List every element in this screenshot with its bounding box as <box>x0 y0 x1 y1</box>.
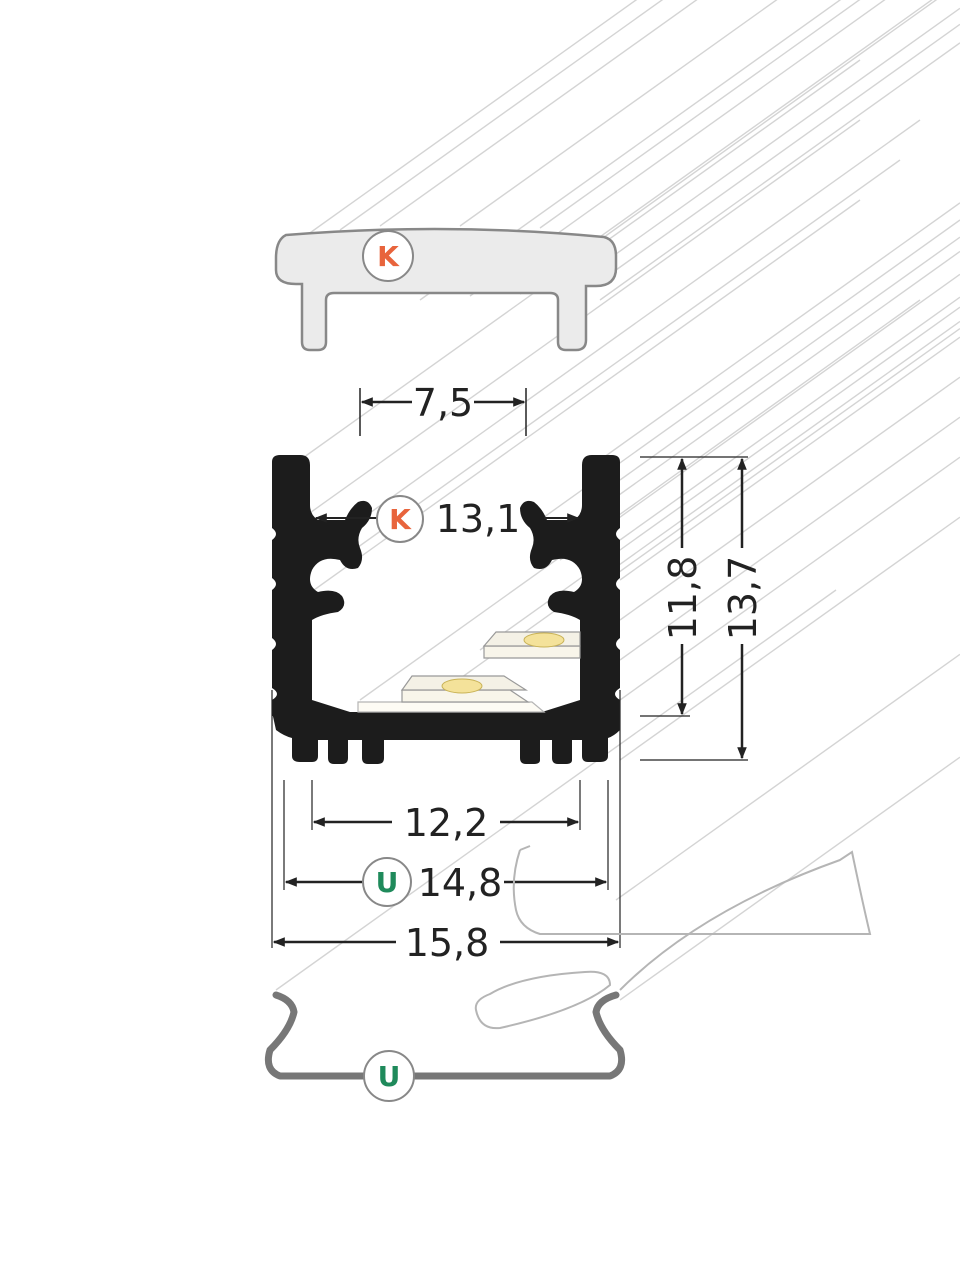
cover-slot-label: 7,5 <box>413 381 473 425</box>
inner-badge-letter: K <box>389 503 412 536</box>
perspective-line <box>615 23 960 271</box>
cover-profile <box>274 227 618 352</box>
inner-width-label: 13,1 <box>436 497 521 541</box>
perspective-line <box>559 273 960 561</box>
perspective-line <box>599 0 938 241</box>
mount-badge-letter: U <box>376 866 399 899</box>
perspective-line <box>299 0 638 241</box>
base-width-label: 12,2 <box>404 801 489 845</box>
perspective-line <box>599 42 960 301</box>
perspective-line <box>619 516 960 761</box>
perspective-line <box>339 0 664 231</box>
perspective-line <box>579 328 960 601</box>
perspective-line <box>599 202 960 461</box>
perspective-line <box>359 299 921 701</box>
outer-width-label: 15,8 <box>405 921 490 965</box>
perspective-line <box>559 7 960 295</box>
bottom-badge: U <box>363 1050 415 1102</box>
inner-width-dimension: K 13,1 <box>314 495 580 543</box>
width-dimensions: 12,2 U 14,8 15,8 <box>271 690 621 965</box>
led-strip-upper <box>482 631 581 659</box>
perspective-line <box>619 376 960 621</box>
perspective-line <box>539 0 861 229</box>
perspective-line <box>619 336 960 581</box>
perspective-line <box>459 0 778 227</box>
perspective-line <box>619 456 960 701</box>
perspective-line <box>619 296 960 541</box>
cover-badge: K <box>362 230 414 282</box>
bottom-badge-letter: U <box>378 1060 401 1093</box>
cover-badge-letter: K <box>377 240 400 273</box>
cover-slot-dimension: 7,5 <box>359 381 527 436</box>
outer-height-label: 13,7 <box>721 556 765 641</box>
perspective-line <box>379 0 698 227</box>
led-strip-lower <box>357 675 546 713</box>
perspective-line <box>611 250 960 501</box>
perspective-line <box>339 159 901 561</box>
perspective-line <box>615 653 960 901</box>
mount-clip <box>264 991 626 1080</box>
aluminium-profile <box>272 455 620 764</box>
clip-width-label: 14,8 <box>418 861 503 905</box>
perspective-line <box>619 236 960 481</box>
height-dimensions: 11,8 13,7 <box>640 456 765 761</box>
perspective-line <box>619 416 960 661</box>
perspective-line <box>359 119 921 521</box>
inner-height-label: 11,8 <box>661 556 705 641</box>
mount-clip-perspective <box>474 845 872 1030</box>
